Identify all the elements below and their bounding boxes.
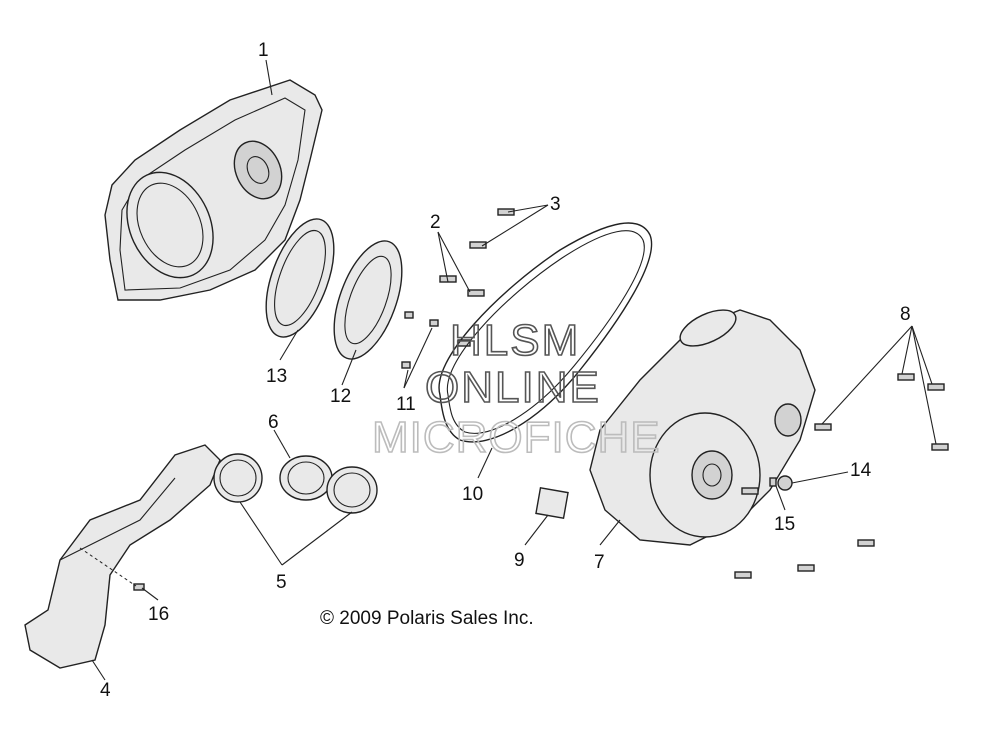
callout-2: 2: [430, 212, 441, 233]
watermark-line-1: HLSM: [450, 316, 580, 365]
part-5-6-clamps: [133, 453, 378, 591]
callout-3: 3: [550, 194, 561, 215]
callout-12: 12: [330, 386, 351, 407]
part-outer-cover: [104, 79, 323, 301]
watermark-line-3: MICROFICHE: [372, 413, 661, 462]
watermark: HLSM ONLINE MICROFICHE: [371, 315, 661, 463]
callout-4: 4: [100, 680, 111, 701]
callout-labels: 1 2 3 4 5 6 7 8 9 10 11 12 13 14 15 16: [100, 40, 911, 701]
callout-14: 14: [850, 460, 872, 481]
callout-5: 5: [276, 572, 287, 593]
part-9-decal: [535, 486, 569, 520]
callout-6: 6: [268, 412, 279, 433]
bolts-8: [734, 373, 949, 579]
part-12-plate: [333, 240, 403, 360]
callout-9: 9: [514, 550, 525, 571]
callout-8: 8: [900, 304, 911, 325]
watermark-line-2: ONLINE: [425, 363, 601, 412]
part-13-seal: [265, 218, 335, 338]
copyright-text: © 2009 Polaris Sales Inc.: [320, 608, 534, 629]
callout-7: 7: [594, 552, 605, 573]
callout-13: 13: [266, 366, 287, 387]
callout-16: 16: [148, 604, 169, 625]
callout-1: 1: [258, 40, 269, 61]
part-10-belt: [438, 222, 653, 443]
callout-11: 11: [396, 394, 416, 415]
callout-10: 10: [462, 484, 483, 505]
leader-lines: [79, 59, 937, 681]
fasteners-small: [401, 208, 515, 369]
part-4-duct: [24, 444, 221, 669]
part-7-inner-cover: [589, 309, 816, 546]
callout-15: 15: [774, 514, 795, 535]
